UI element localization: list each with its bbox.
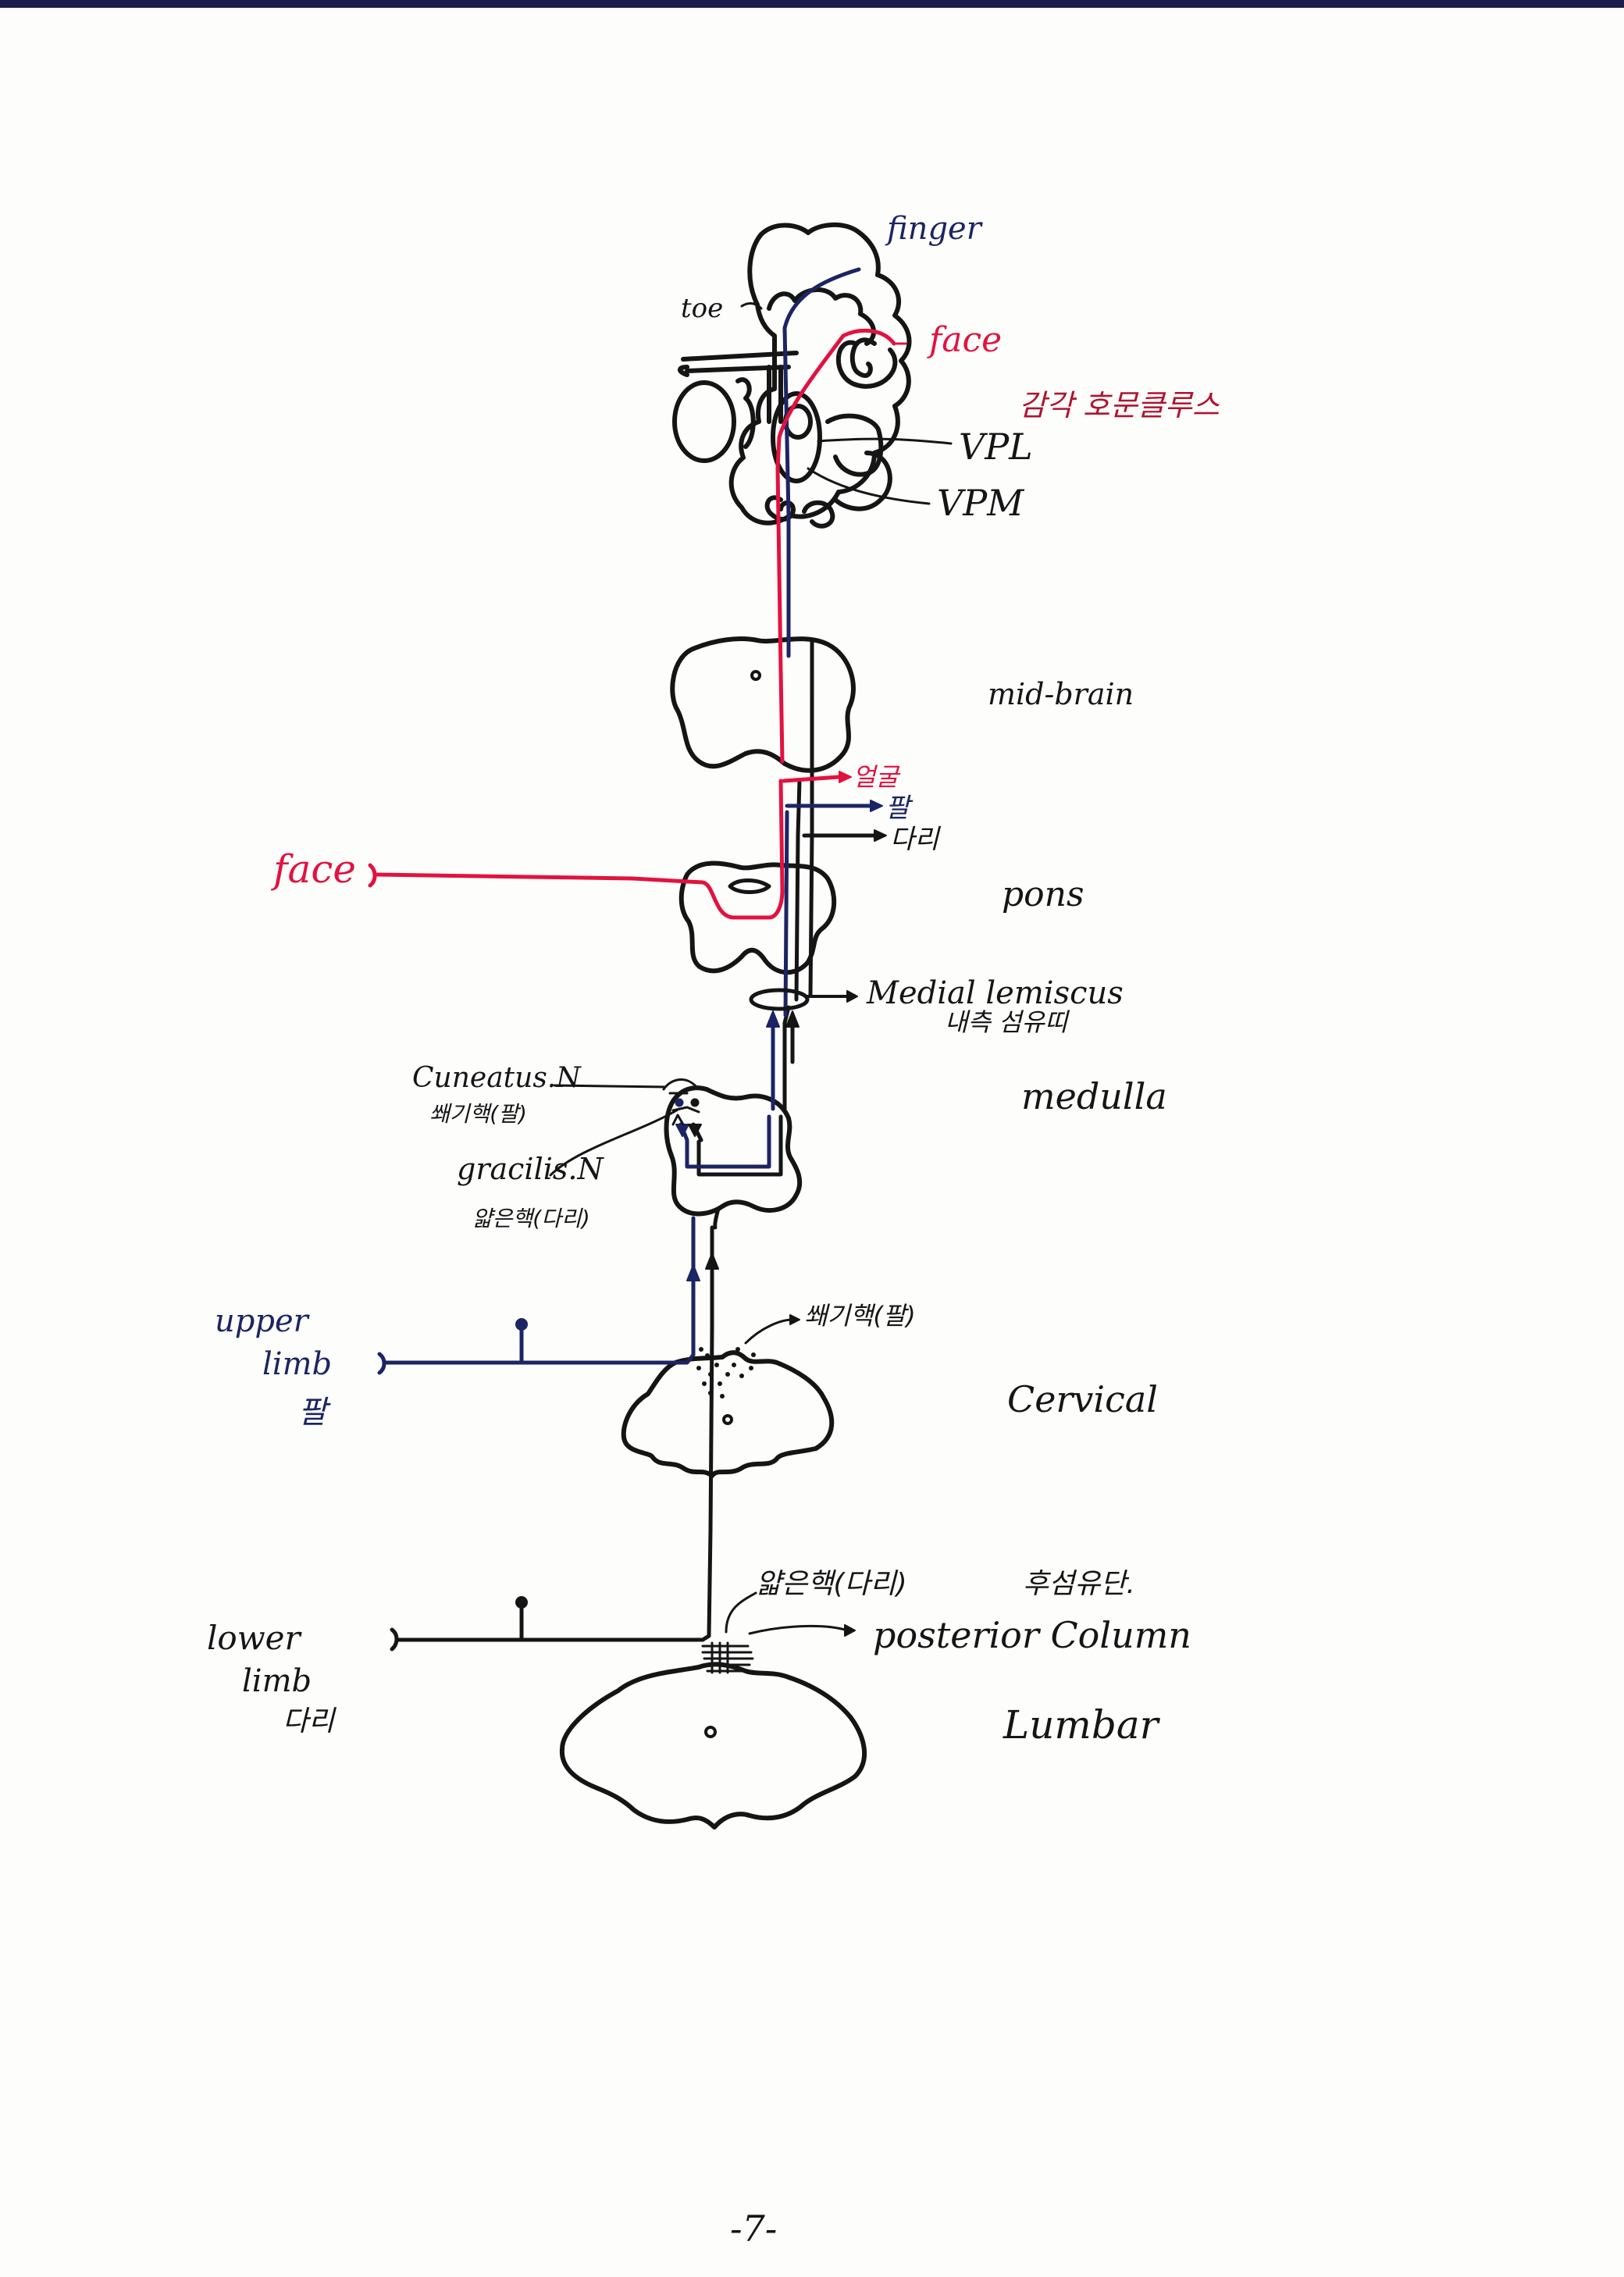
vpm-pointer	[807, 467, 931, 505]
lumbar-section	[559, 1662, 867, 1830]
leg-pathway	[390, 638, 877, 1652]
toe-pointer	[740, 301, 763, 310]
cervical-dorsal-columns	[693, 1347, 756, 1399]
callosum-lower	[685, 365, 791, 373]
label-face-branch: 얼굴	[853, 762, 900, 792]
label-posterior-column-kr: 후섬유단.	[1023, 1568, 1135, 1600]
arm-pathway	[377, 267, 873, 1375]
temporal-fold	[825, 413, 884, 477]
face-pathway	[368, 328, 896, 920]
cortex-inner-fold	[767, 287, 876, 346]
label-toe: toe	[681, 293, 723, 324]
lumbar-dorsal-root-ganglion	[515, 1596, 528, 1609]
label-cuneatus: Cuneatus.N	[412, 1062, 582, 1094]
fourth-ventricle	[728, 878, 771, 894]
cortex-face-gyrus-outer	[835, 340, 898, 389]
corpus-callosum-line	[681, 351, 799, 362]
vpl-pointer	[817, 437, 953, 445]
gracile-hatching	[701, 1641, 754, 1674]
label-medial-lemniscus-kr: 내측 섬유띠	[945, 1007, 1070, 1037]
cervical-central-canal	[722, 1414, 733, 1425]
label-medulla: medulla	[1021, 1075, 1167, 1117]
midbrain-section	[670, 636, 856, 773]
label-homunculus: 감각 호문클루스	[1019, 388, 1220, 422]
label-finger: finger	[885, 211, 984, 247]
medial-lemniscus-loop	[749, 988, 810, 1011]
label-vpl: VPL	[959, 426, 1033, 468]
label-gracilis-kr: 얇은핵(다리)	[472, 1206, 590, 1231]
cortex-face-gyrus	[849, 337, 877, 378]
gracile-tract-pointer	[725, 1591, 757, 1634]
label-midbrain: mid-brain	[988, 677, 1134, 711]
label-gracile-tract: 얇은핵(다리)	[756, 1568, 907, 1600]
page-number: -7-	[730, 2208, 777, 2250]
pons-section	[678, 861, 837, 975]
label-upper-limb-kr: 팔	[298, 1395, 331, 1431]
temporal-fold-2	[833, 451, 892, 511]
label-lower-limb-kr: 다리	[283, 1705, 337, 1737]
label-lower-limb-1: lower	[207, 1619, 303, 1657]
label-pons: pons	[1002, 875, 1084, 914]
cervical-section	[621, 1350, 835, 1478]
thalamus	[771, 391, 822, 483]
lumbar-central-canal	[704, 1726, 717, 1738]
label-cervical: Cervical	[1007, 1378, 1158, 1420]
label-cuneate-tract: 쐐기핵(팔)	[804, 1301, 916, 1331]
label-posterior-column: posterior Column	[873, 1614, 1191, 1656]
cortex-outer-contour	[728, 222, 912, 526]
label-vpm: VPM	[937, 482, 1025, 524]
label-lumbar: Lumbar	[1003, 1702, 1161, 1748]
arrowheads	[675, 771, 887, 1281]
label-face-cortex: face	[927, 320, 1002, 360]
label-arm-branch: 팔	[885, 793, 914, 824]
label-face-input: face	[270, 846, 356, 892]
lateral-ventricle	[672, 380, 736, 463]
cuneatus-pointer	[553, 1084, 667, 1089]
label-upper-limb-1: upper	[215, 1303, 311, 1339]
medulla-section	[664, 1085, 803, 1217]
page-edge-shadow	[0, 0, 1624, 8]
cervical-dorsal-root-ganglion	[515, 1318, 528, 1331]
hippocampus-curl-2	[802, 500, 835, 529]
label-gracilis: gracilis.N	[457, 1152, 604, 1186]
label-leg-branch: 다리	[890, 824, 941, 855]
cerebral-aqueduct	[750, 670, 761, 681]
cuneate-tract-pointer	[744, 1318, 794, 1345]
label-upper-limb-2: limb	[262, 1346, 332, 1382]
label-lower-limb-2: limb	[242, 1663, 312, 1699]
label-cuneatus-kr: 쐐기핵(팔)	[429, 1101, 527, 1127]
label-medial-lemniscus: Medial lemiscus	[866, 975, 1124, 1011]
posterior-column-pointer	[748, 1624, 849, 1635]
callosum-end	[678, 365, 689, 377]
posterior-column-arrowhead	[844, 1624, 856, 1637]
insula-fold	[735, 377, 756, 449]
cerebrum-section	[672, 222, 912, 529]
medial-lemniscus-arrowhead	[846, 990, 858, 1003]
cuneate-tract-arrowhead	[789, 1314, 800, 1325]
gracilis-pointer	[549, 1107, 681, 1177]
